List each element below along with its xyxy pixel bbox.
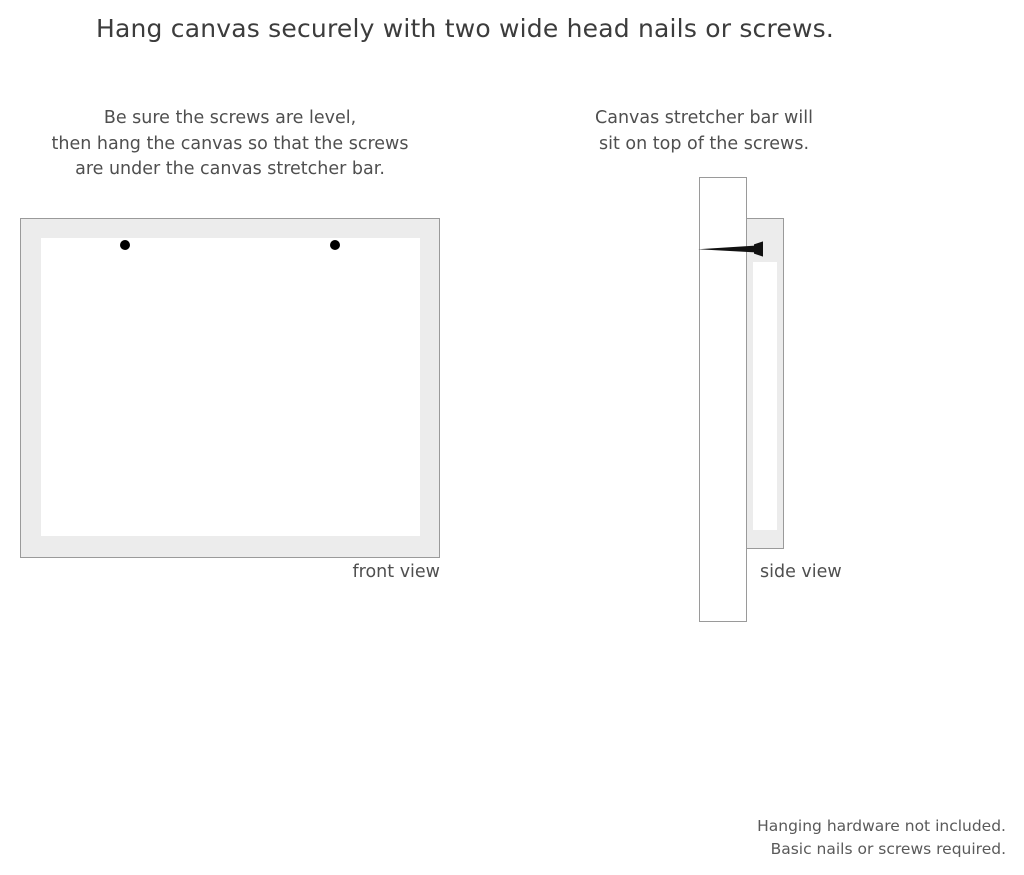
canvas-front-frame <box>20 218 440 558</box>
front-caption-line-3: are under the canvas stretcher bar. <box>75 159 385 179</box>
page-title: Hang canvas securely with two wide head … <box>95 14 835 43</box>
footer-line-2: Basic nails or screws required. <box>770 840 1006 858</box>
nail-icon <box>698 241 763 257</box>
side-view-caption: Canvas stretcher bar will sit on top of … <box>580 106 828 157</box>
side-caption-line-2: sit on top of the screws. <box>598 133 810 154</box>
canvas-side-profile <box>746 218 784 549</box>
front-view-caption: Be sure the screws are level, then hang … <box>20 106 440 183</box>
screw-dot-right <box>330 240 340 250</box>
side-caption-line-1: Canvas stretcher bar will <box>595 108 813 128</box>
canvas-front-face <box>41 238 420 536</box>
front-caption-line-1: Be sure the screws are level, <box>103 108 357 128</box>
canvas-side-inner-face <box>753 262 777 530</box>
front-caption-line-2: then hang the canvas so that the screws <box>51 133 409 154</box>
footer-line-1: Hanging hardware not included. <box>757 817 1006 835</box>
front-view-label: front view <box>352 562 441 582</box>
nail-side-profile <box>698 238 766 260</box>
footer-note: Hanging hardware not included. Basic nai… <box>757 815 1006 861</box>
side-view-label: side view <box>760 562 842 582</box>
screw-dot-left <box>120 240 130 250</box>
